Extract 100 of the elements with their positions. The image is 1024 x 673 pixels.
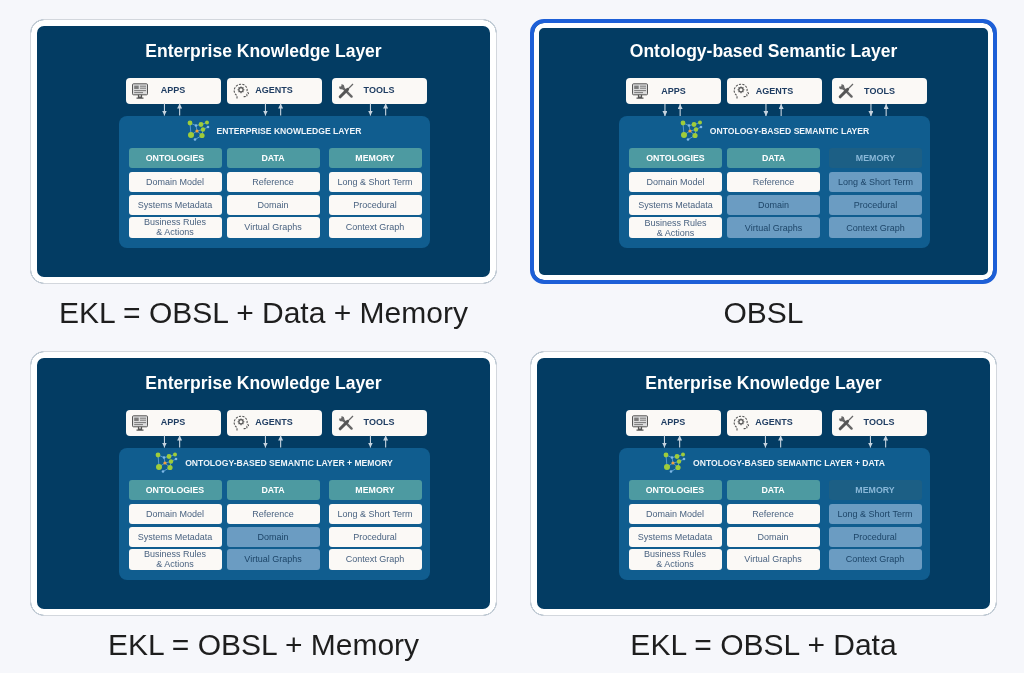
component-tile: Virtual Graphs — [726, 548, 820, 570]
component-tile: Domain Model — [128, 503, 222, 524]
arrow — [867, 434, 873, 449]
category-label: TOOLS — [363, 417, 395, 428]
category-label: AGENTS — [755, 85, 794, 97]
component-tile: Procedural — [328, 526, 422, 547]
category-box — [226, 77, 322, 104]
category-box — [125, 409, 221, 436]
column-header: MEMORY — [829, 148, 922, 168]
arrow — [868, 103, 874, 117]
component-tile: Systems Metadata — [128, 526, 222, 547]
component-tile: Domain — [226, 526, 320, 547]
panel-title: Enterprise Knowledge Layer — [145, 372, 382, 393]
arrow — [383, 102, 389, 117]
layer-panel — [618, 447, 930, 580]
component-tile: Systems Metadata — [628, 526, 722, 547]
component-tile: Virtual Graphs — [226, 548, 320, 570]
component-tile: Domain — [226, 194, 320, 215]
arrow — [161, 102, 167, 117]
component-tile: Long & Short Term — [828, 503, 922, 524]
column-header: DATA — [727, 148, 820, 168]
layer-panel — [619, 116, 930, 248]
component-tile: Long & Short Term — [328, 171, 422, 192]
category-box — [331, 409, 427, 436]
category-box — [626, 78, 721, 104]
component-tile: Domain Model — [629, 172, 722, 192]
column-header: ONTOLOGIES — [629, 148, 722, 168]
category-label: TOOLS — [863, 417, 895, 428]
component-tile: Long & Short Term — [829, 172, 922, 192]
arrow — [262, 434, 268, 449]
component-tile: Reference — [226, 171, 320, 192]
arrow — [778, 434, 784, 449]
component-tile: Systems Metadata — [629, 195, 722, 215]
component-tile: Context Graph — [828, 548, 922, 570]
component-tile: Domain Model — [128, 171, 222, 192]
category-label: AGENTS — [255, 417, 293, 428]
caption-text: EKL = OBSL + Data — [630, 628, 897, 662]
column-header: ONTOLOGIES — [628, 479, 722, 500]
category-box — [832, 78, 927, 104]
arrow — [367, 102, 373, 117]
panel-title: Ontology-based Semantic Layer — [629, 41, 898, 61]
arrow — [763, 103, 769, 117]
category-label: TOOLS — [864, 85, 895, 97]
arrow — [278, 434, 284, 449]
column-header: DATA — [226, 147, 320, 168]
category-label: AGENTS — [755, 417, 793, 428]
component-tile: Virtual Graphs — [226, 216, 320, 238]
component-tile: Business Rules & Actions — [629, 217, 722, 238]
arrow — [278, 102, 284, 117]
column-header: DATA — [226, 479, 320, 500]
layer-title: ONTOLOGY-BASED SEMANTIC LAYER + MEMORY — [185, 457, 393, 468]
arrow — [661, 434, 667, 449]
component-tile: Domain Model — [628, 503, 722, 524]
category-label: APPS — [661, 85, 686, 97]
category-box — [625, 409, 721, 436]
category-box — [125, 77, 221, 104]
arrow — [383, 434, 389, 449]
column-header: MEMORY — [328, 147, 422, 168]
component-tile: Reference — [726, 503, 820, 524]
diagram-card — [530, 19, 997, 284]
column-header: ONTOLOGIES — [128, 147, 222, 168]
component-tile: Business Rules & Actions — [128, 216, 222, 238]
component-tile: Business Rules & Actions — [128, 548, 222, 570]
component-tile: Procedural — [828, 526, 922, 547]
column-header: MEMORY — [828, 479, 922, 500]
category-label: APPS — [660, 417, 686, 428]
category-box — [727, 78, 822, 104]
category-box — [226, 409, 322, 436]
arrow — [662, 103, 668, 117]
diagram-card — [530, 351, 997, 616]
component-tile: Context Graph — [328, 548, 422, 570]
caption-text: EKL = OBSL + Memory — [107, 628, 420, 662]
component-tile: Context Graph — [829, 217, 922, 238]
layer-panel — [118, 447, 430, 580]
category-label: TOOLS — [363, 85, 395, 96]
arrow — [677, 434, 683, 449]
component-tile: Virtual Graphs — [727, 217, 820, 238]
column-header: MEMORY — [328, 479, 422, 500]
arrow — [778, 103, 784, 117]
component-tile: Context Graph — [328, 216, 422, 238]
column-header: ONTOLOGIES — [128, 479, 222, 500]
panel-title: Enterprise Knowledge Layer — [645, 372, 882, 393]
arrow — [762, 434, 768, 449]
column-header: DATA — [726, 479, 820, 500]
arrow — [367, 434, 373, 449]
diagram-card — [30, 351, 497, 616]
arrow — [262, 102, 268, 117]
component-tile: Domain — [726, 526, 820, 547]
layer-title: ONTOLOGY-BASED SEMANTIC LAYER — [709, 126, 870, 136]
diagram-card — [30, 19, 497, 284]
caption-text: EKL = OBSL + Data + Memory — [59, 296, 468, 330]
layer-panel — [118, 115, 430, 248]
component-tile: Procedural — [829, 195, 922, 215]
arrow — [177, 102, 183, 117]
panel-title: Enterprise Knowledge Layer — [145, 40, 382, 61]
component-tile: Procedural — [328, 194, 422, 215]
category-label: APPS — [160, 85, 186, 96]
component-tile: Systems Metadata — [128, 194, 222, 215]
layer-title: ONTOLOGY-BASED SEMANTIC LAYER + DATA — [693, 457, 885, 468]
category-box — [726, 409, 822, 436]
